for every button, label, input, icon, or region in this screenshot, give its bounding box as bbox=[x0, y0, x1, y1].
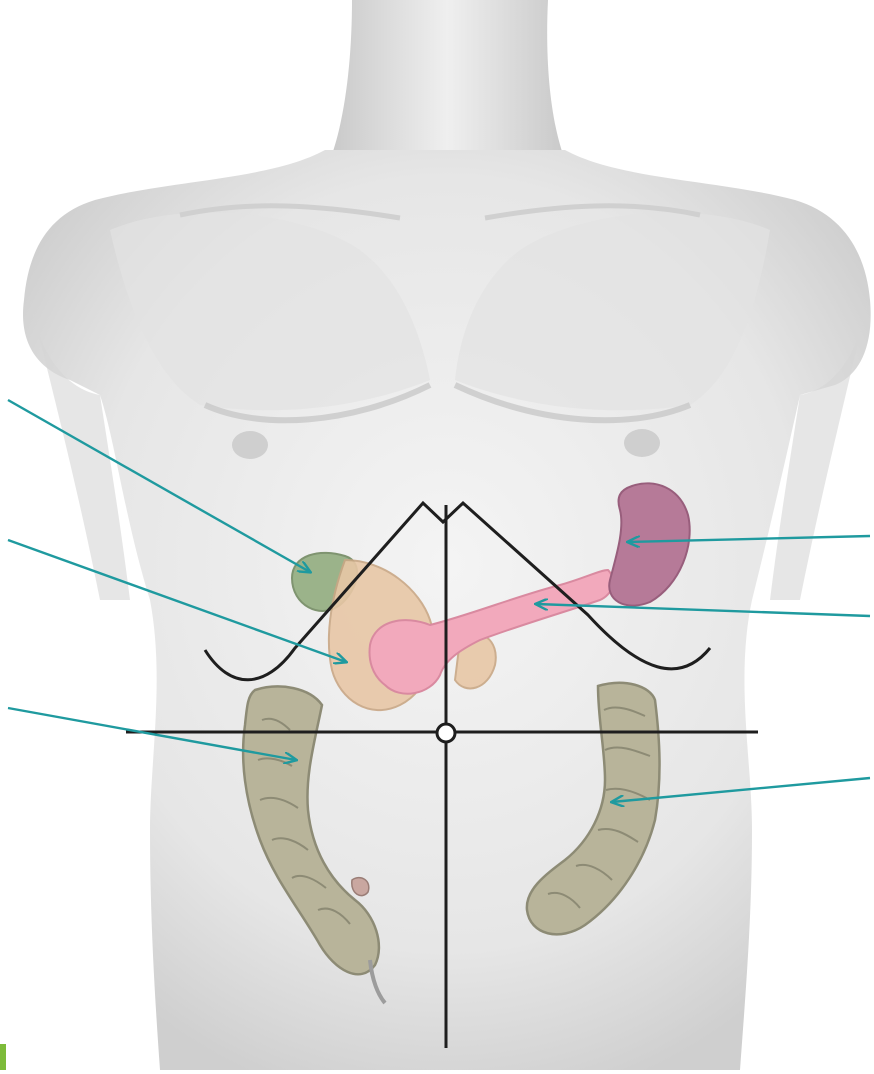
left-nipple bbox=[624, 429, 660, 457]
right-nipple bbox=[232, 431, 268, 459]
appendix bbox=[352, 878, 369, 896]
neck bbox=[330, 0, 565, 160]
umbilicus-icon bbox=[437, 724, 455, 742]
edge-accent-bar bbox=[0, 1044, 6, 1070]
